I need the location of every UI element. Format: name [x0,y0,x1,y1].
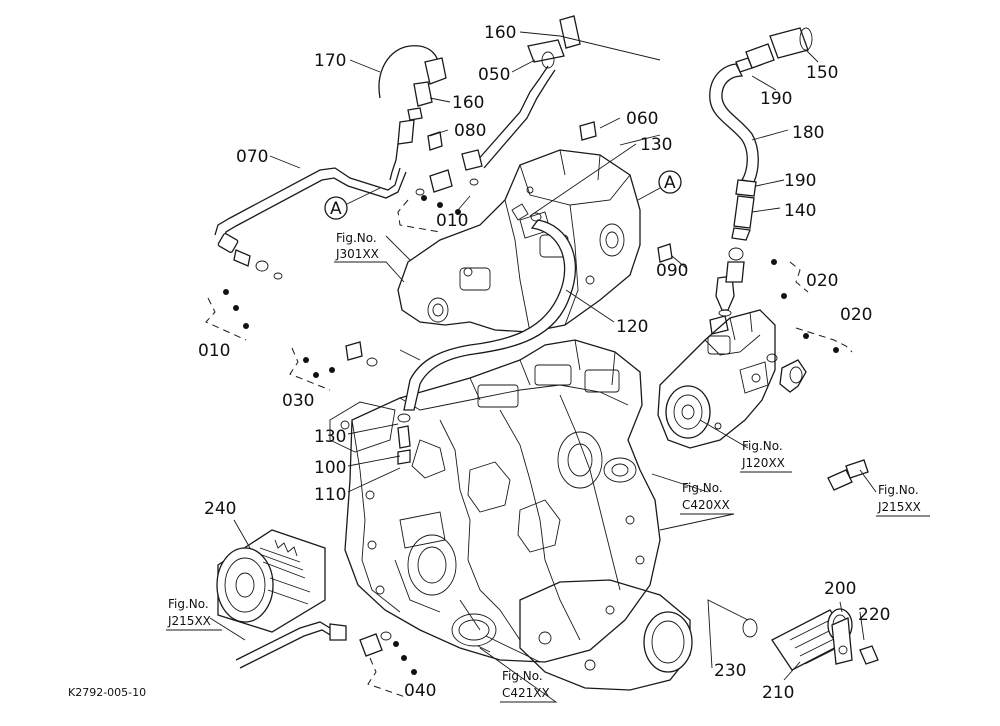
svg-text:Fig.No.: Fig.No. [682,481,723,495]
callout-120: 120 [616,317,648,337]
group-brackets [205,195,853,699]
svg-text:J215XX: J215XX [877,500,921,514]
callout-150: 150 [806,63,838,83]
svg-text:J301XX: J301XX [335,247,379,261]
leader-lines [209,31,877,681]
callout-220: 220 [858,605,890,625]
callout-190-top: 190 [760,89,792,109]
svg-text:Fig.No.: Fig.No. [168,597,209,611]
pipe-j215-left [235,621,392,669]
callout-020-right: 020 [840,305,872,325]
callout-070: 070 [236,147,268,167]
diagram-code: K2792-005-10 [68,686,146,699]
coupler-150 [735,27,813,73]
hose-180 [709,63,759,283]
figref-c421: Fig.No. C421XX [479,647,558,703]
callout-050: 050 [478,65,510,85]
figref-j215-left: Fig.No. J215XX [166,597,222,631]
upper-valve-housing [397,149,641,333]
reference-marker-a1: A [324,187,381,220]
callout-230: 230 [714,661,746,681]
figref-j301: Fig.No. J301XX [334,231,405,283]
strainer-210 [742,608,879,671]
svg-text:Fig.No.: Fig.No. [742,439,783,453]
reference-marker-a2: A [637,170,682,201]
svg-text:Fig.No.: Fig.No. [336,231,377,245]
gauge-170 [378,45,447,181]
callout-240: 240 [204,499,236,519]
callout-210: 210 [762,683,794,703]
hydraulic-pump [657,275,807,449]
callout-080: 080 [454,121,486,141]
callout-100: 100 [314,458,346,478]
callout-110: 110 [314,485,346,505]
misc-fittings [345,121,673,465]
callout-160-left: 160 [452,93,484,113]
marker-a2-text: A [664,173,676,193]
callout-090: 090 [656,261,688,281]
callouts: 170 160 160 050 080 070 060 130 010 010 … [198,23,890,703]
svg-text:Fig.No.: Fig.No. [502,669,543,683]
figref-c420: Fig.No. C420XX [659,481,735,531]
tube-070 [214,167,407,280]
callout-060: 060 [626,109,658,129]
callout-130-mid: 130 [314,427,346,447]
callout-140: 140 [784,201,816,221]
svg-text:C420XX: C420XX [682,498,730,512]
callout-180: 180 [792,123,824,143]
figref-j120: Fig.No. J120XX [740,439,792,473]
callout-170: 170 [314,51,346,71]
callout-130-top: 130 [640,135,672,155]
figref-j215-right: Fig.No. J215XX [876,483,930,517]
marker-a1-text: A [330,199,342,219]
svg-text:Fig.No.: Fig.No. [878,483,919,497]
callout-040: 040 [404,681,436,701]
svg-text:J120XX: J120XX [741,456,785,470]
callout-160-top: 160 [484,23,516,43]
hose-120 [403,219,577,411]
callout-020-upper: 020 [806,271,838,291]
transmission-case [329,339,693,691]
figure-references: Fig.No. J301XX Fig.No. J120XX Fig.No. C4… [166,231,930,703]
oil-filter-240 [216,529,326,633]
callout-010-upper: 010 [436,211,468,231]
callout-190-mid: 190 [784,171,816,191]
svg-text:J215XX: J215XX [167,614,211,628]
callout-030: 030 [282,391,314,411]
callout-200: 200 [824,579,856,599]
fitting-j215-right [827,459,869,491]
callout-010-left: 010 [198,341,230,361]
